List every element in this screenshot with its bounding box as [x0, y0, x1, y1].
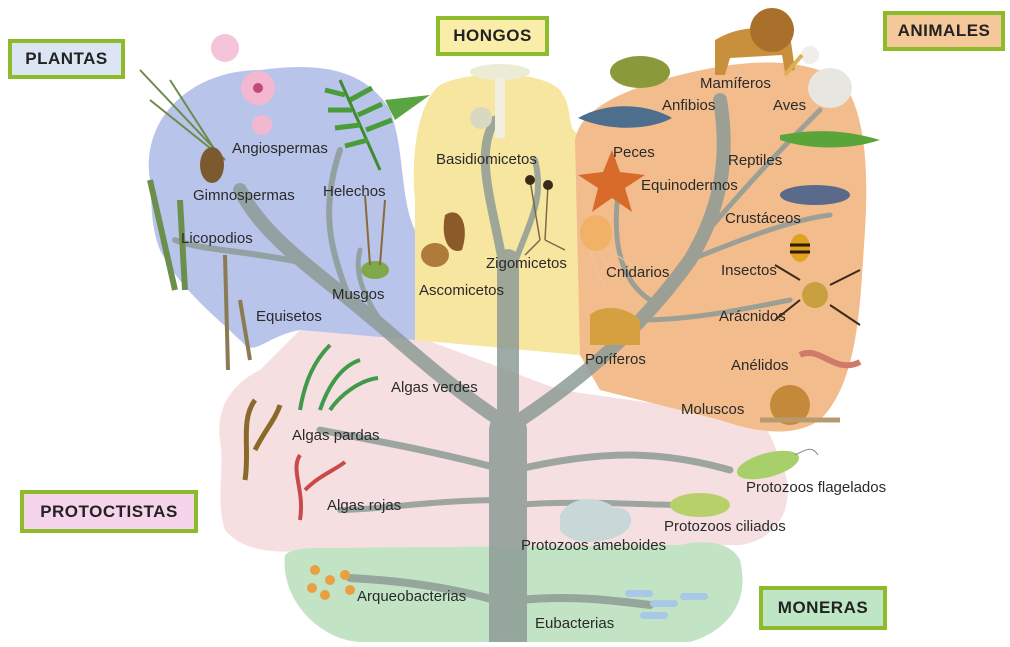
label-ascomicetos: Ascomicetos — [419, 282, 504, 299]
label-crustaceos: Crustáceos — [725, 210, 801, 227]
label-arqueobacterias: Arqueobacterias — [357, 588, 466, 605]
label-peces: Peces — [613, 144, 655, 161]
label-mamiferos: Mamíferos — [700, 75, 771, 92]
kingdom-animales-label: ANIMALES — [898, 21, 991, 41]
label-anfibios: Anfibios — [662, 97, 715, 114]
label-eubacterias: Eubacterias — [535, 615, 614, 632]
kingdom-moneras-label: MONERAS — [778, 598, 868, 618]
label-algas-pardas: Algas pardas — [292, 427, 380, 444]
label-equisetos: Equisetos — [256, 308, 322, 325]
label-helechos: Helechos — [323, 183, 386, 200]
label-gimnospermas: Gimnospermas — [193, 187, 295, 204]
kingdom-hongos-box: HONGOS — [436, 16, 549, 56]
label-anelidos: Anélidos — [731, 357, 789, 374]
kingdom-plantas-label: PLANTAS — [25, 49, 108, 69]
kingdom-hongos-label: HONGOS — [453, 26, 532, 46]
label-algas-rojas: Algas rojas — [327, 497, 401, 514]
kingdom-moneras-box: MONERAS — [759, 586, 887, 630]
label-protozoos-flagelados: Protozoos flagelados — [746, 479, 886, 496]
label-zigomicetos: Zigomicetos — [486, 255, 567, 272]
label-poriferos: Poríferos — [585, 351, 646, 368]
frog-icon — [610, 56, 670, 88]
label-protozoos-ciliados: Protozoos ciliados — [664, 518, 786, 535]
bee-icon — [790, 234, 810, 262]
label-moluscos: Moluscos — [681, 401, 744, 418]
ciliate-icon — [670, 493, 730, 517]
label-basidiomicetos: Basidiomicetos — [436, 151, 537, 168]
kingdom-plantas-box: PLANTAS — [8, 39, 125, 79]
label-aves: Aves — [773, 97, 806, 114]
label-equinodermos: Equinodermos — [641, 177, 738, 194]
label-reptiles: Reptiles — [728, 152, 782, 169]
label-musgos: Musgos — [332, 286, 385, 303]
kingdom-protoctistas-label: PROTOCTISTAS — [40, 502, 178, 522]
label-aracnidos: Arácnidos — [719, 308, 786, 325]
kingdom-protoctistas-box: PROTOCTISTAS — [20, 490, 198, 533]
label-licopodios: Licopodios — [181, 230, 253, 247]
kingdom-animales-box: ANIMALES — [883, 11, 1005, 51]
label-insectos: Insectos — [721, 262, 777, 279]
label-angiospermas: Angiospermas — [232, 140, 328, 157]
lobster-icon — [780, 185, 850, 205]
label-algas-verdes: Algas verdes — [391, 379, 478, 396]
label-protozoos-ameboides: Protozoos ameboides — [521, 537, 666, 554]
label-cnidarios: Cnidarios — [606, 264, 669, 281]
